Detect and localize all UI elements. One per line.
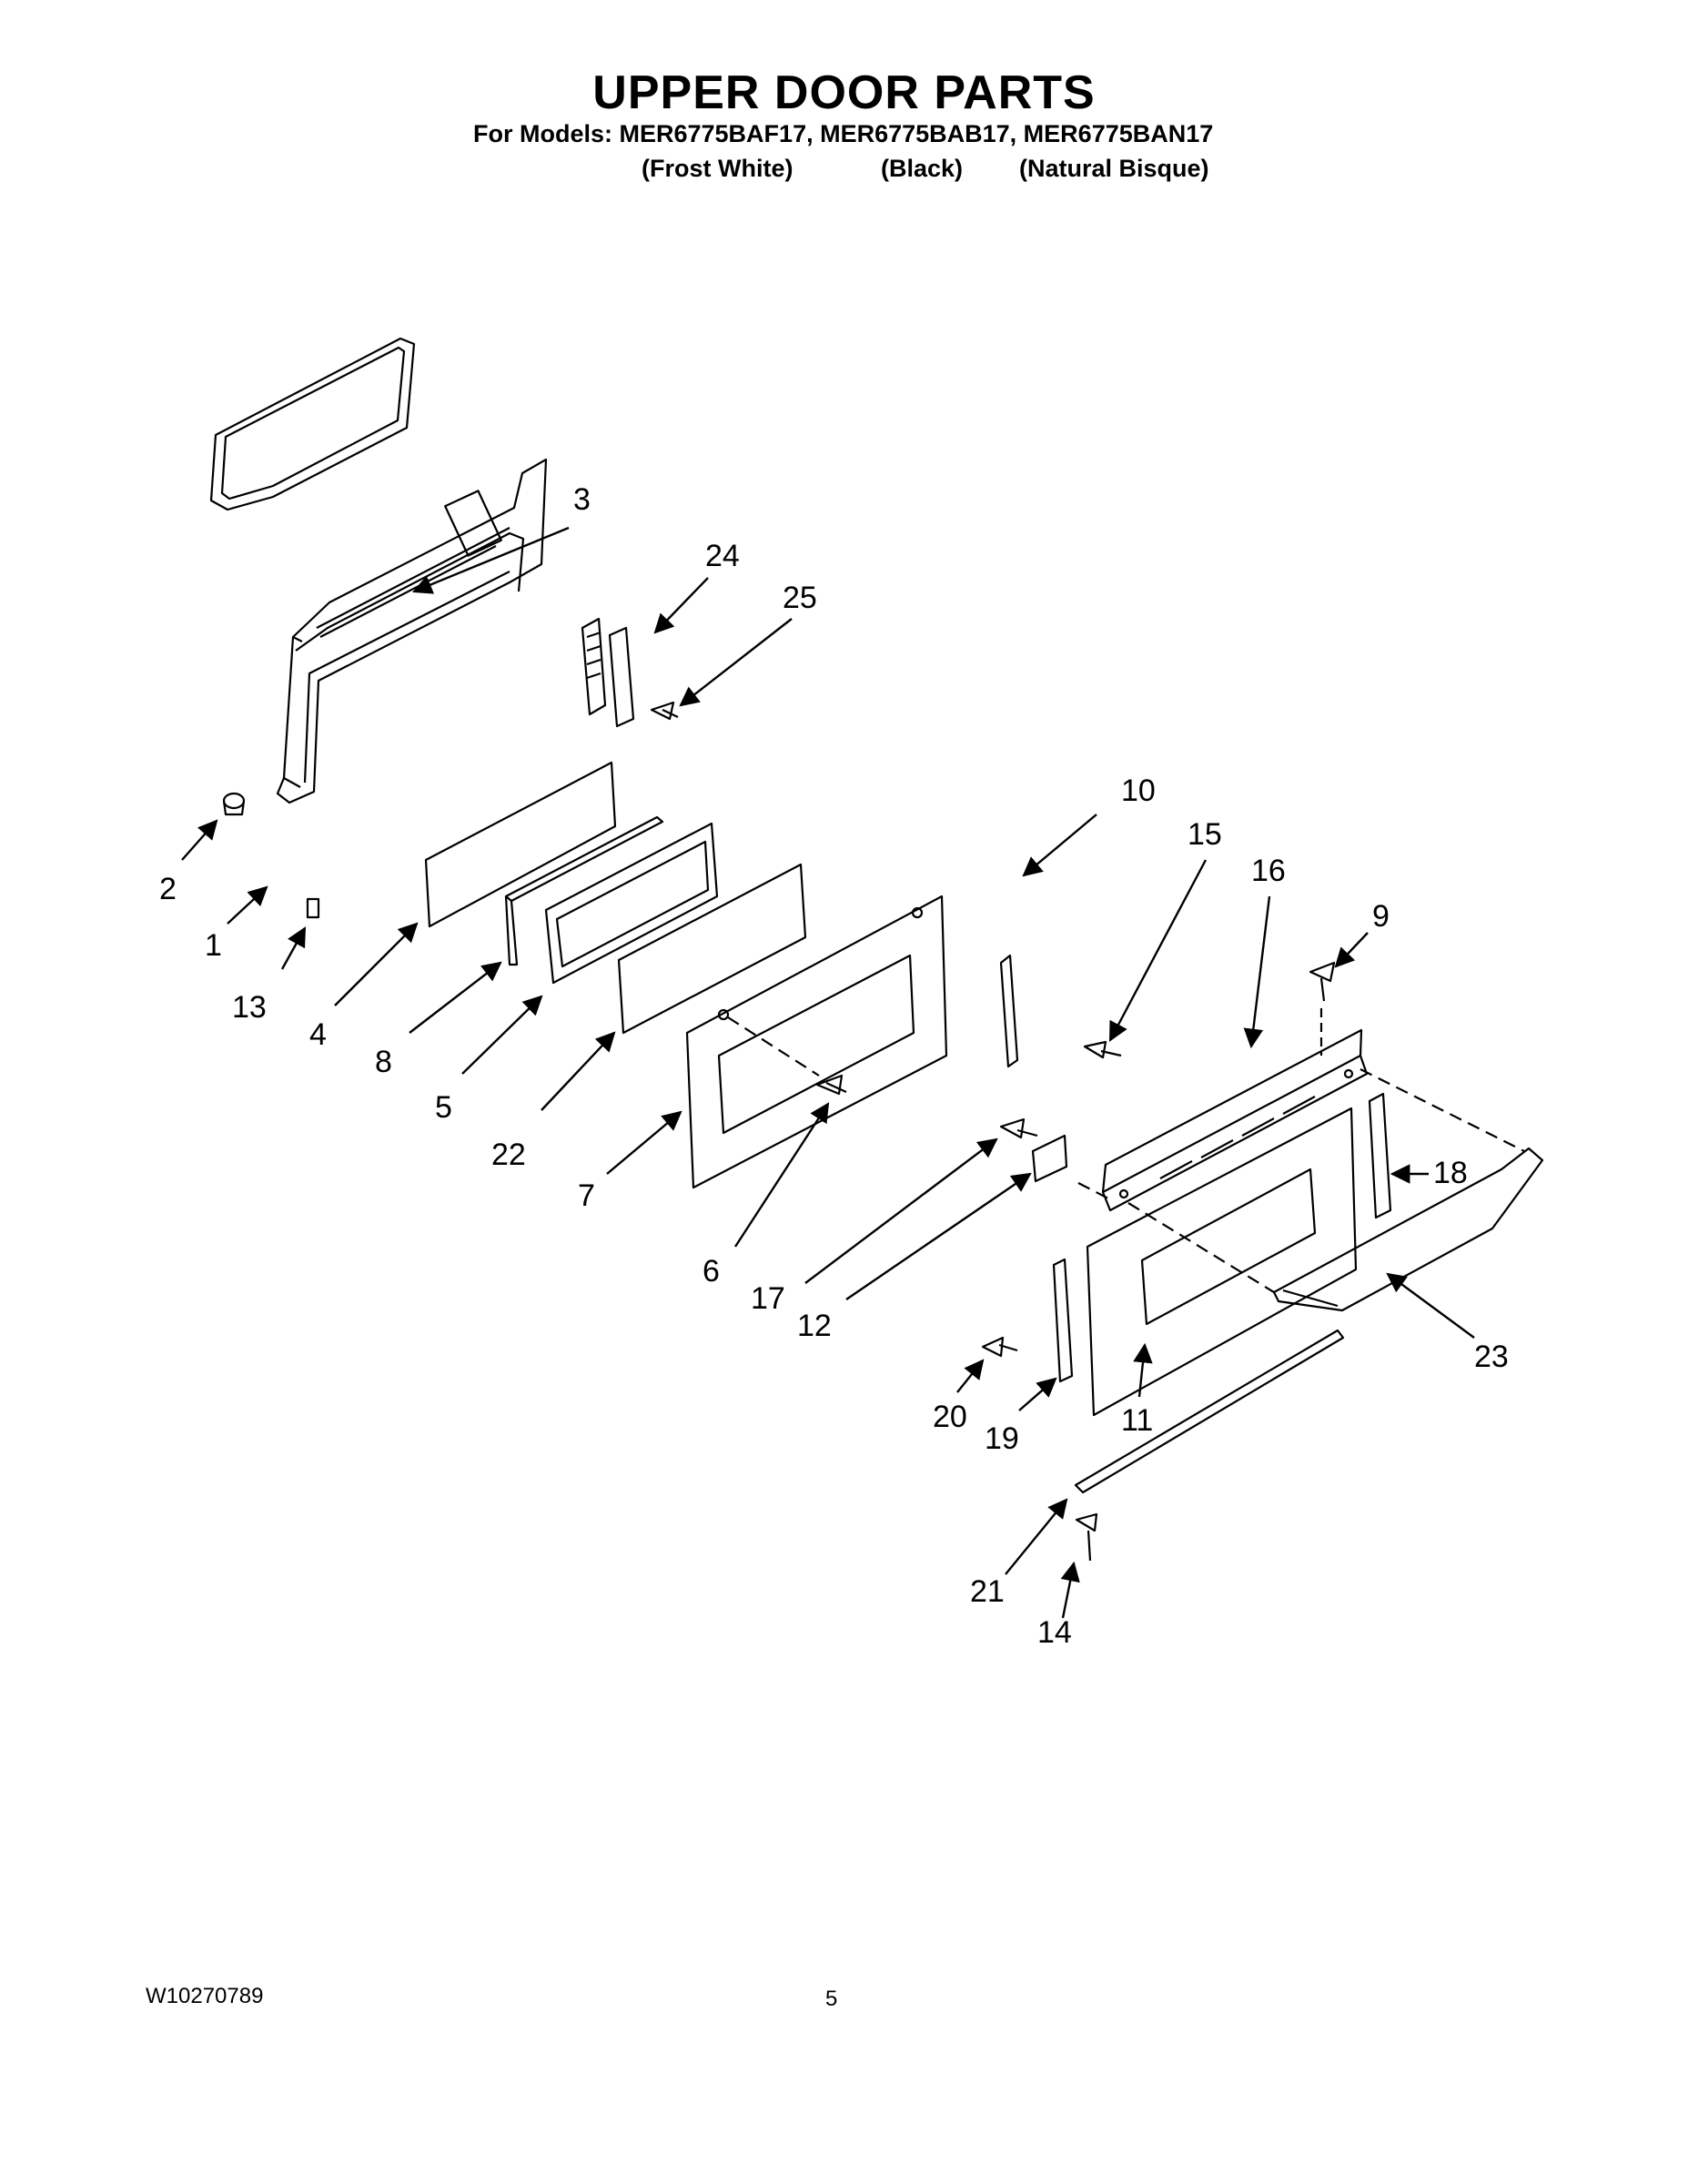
part-21-lower-trim [1074, 1329, 1345, 1494]
callout-23: 23 [1474, 1340, 1509, 1374]
callout-8: 8 [375, 1045, 392, 1079]
variant-natural-bisque: (Natural Bisque) [1019, 155, 1209, 182]
leader-10 [1022, 814, 1097, 877]
leader-3 [412, 526, 570, 594]
part-10-bracket [999, 954, 1019, 1068]
part-9-screw [1309, 961, 1336, 1056]
callout-22: 22 [491, 1138, 526, 1172]
callout-11: 11 [1121, 1403, 1153, 1438]
leader-5 [461, 995, 543, 1075]
leader-13 [280, 926, 307, 970]
callout-4: 4 [309, 1017, 327, 1052]
leader-14 [1060, 1561, 1080, 1619]
part-12-hinge-bracket [1031, 1134, 1068, 1183]
models-line: For Models: MER6775BAF17, MER6775BAB17, … [473, 120, 1214, 147]
assembly-line-handle-right [1359, 1068, 1525, 1152]
callout-13: 13 [232, 990, 267, 1025]
callout-15: 15 [1188, 817, 1222, 852]
leader-24 [653, 577, 709, 634]
callout-20: 20 [933, 1400, 967, 1434]
part-3-gasket [209, 337, 416, 511]
leader-8 [409, 961, 502, 1034]
part-8-glass-retainer [504, 815, 664, 966]
callout-1: 1 [205, 928, 222, 963]
part-24-hinge [581, 617, 635, 728]
callout-5: 5 [435, 1090, 452, 1125]
callout-10: 10 [1121, 774, 1156, 808]
callout-2: 2 [159, 872, 177, 906]
callout-25: 25 [783, 581, 817, 615]
part-16-vent-channel [1101, 1028, 1369, 1212]
callout-19: 19 [985, 1421, 1019, 1456]
part-6-screw [815, 1074, 847, 1096]
leader-21 [1005, 1498, 1068, 1575]
leader-23 [1386, 1272, 1475, 1339]
leader-20 [956, 1359, 985, 1393]
part-13-spacer [306, 897, 320, 919]
callout-7: 7 [578, 1178, 595, 1213]
document-number: W10270789 [146, 1984, 264, 2008]
callout-18: 18 [1433, 1156, 1468, 1190]
leader-25 [679, 618, 793, 707]
part-15-screw [1083, 1040, 1122, 1059]
leader-15 [1108, 859, 1208, 1042]
part-17-screw [999, 1117, 1038, 1139]
page-title: UPPER DOOR PARTS [592, 66, 1096, 119]
assembly-line-12 [1077, 1182, 1111, 1200]
leader-12 [845, 1172, 1032, 1300]
part-5-glass-pack [544, 822, 719, 985]
callout-14: 14 [1037, 1615, 1072, 1650]
part-25-screw [650, 701, 679, 721]
leader-22 [541, 1031, 616, 1111]
assembly-line-6 [727, 1016, 820, 1077]
part-14-screw [1075, 1512, 1098, 1562]
leader-2 [181, 819, 218, 861]
leader-6 [733, 1102, 830, 1248]
leader-11 [1133, 1342, 1153, 1398]
part-20-screw [981, 1336, 1018, 1358]
part-19-side-trim [1052, 1258, 1074, 1383]
part-1-inner-door-frame [276, 458, 548, 804]
callout-6: 6 [702, 1254, 720, 1289]
leader-9 [1334, 932, 1369, 968]
callout-12: 12 [797, 1309, 832, 1343]
leader-4 [334, 922, 419, 1006]
leader-1 [227, 885, 268, 925]
part-2-grommet [222, 792, 246, 816]
callout-16: 16 [1251, 854, 1286, 888]
callout-17: 17 [751, 1281, 785, 1316]
part-18-side-trim [1368, 1092, 1392, 1219]
callout-24: 24 [705, 539, 740, 573]
variant-black: (Black) [881, 155, 964, 182]
part-7-door-liner [685, 895, 948, 1189]
part-4-glass [424, 761, 617, 928]
callout-21: 21 [970, 1574, 1005, 1609]
leader-17 [804, 1138, 998, 1284]
callout-3: 3 [573, 482, 591, 517]
assembly-line-handle-left [1127, 1202, 1275, 1293]
part-22-glass [617, 863, 807, 1035]
leader-19 [1018, 1377, 1057, 1411]
page-number: 5 [825, 1987, 838, 2011]
callout-9: 9 [1372, 899, 1390, 934]
variant-frost-white: (Frost White) [642, 155, 793, 182]
part-11-outer-door-panel [1086, 1107, 1358, 1417]
leader-16 [1243, 895, 1271, 1049]
part-23-handle [1272, 1147, 1544, 1312]
leader-7 [606, 1110, 682, 1175]
